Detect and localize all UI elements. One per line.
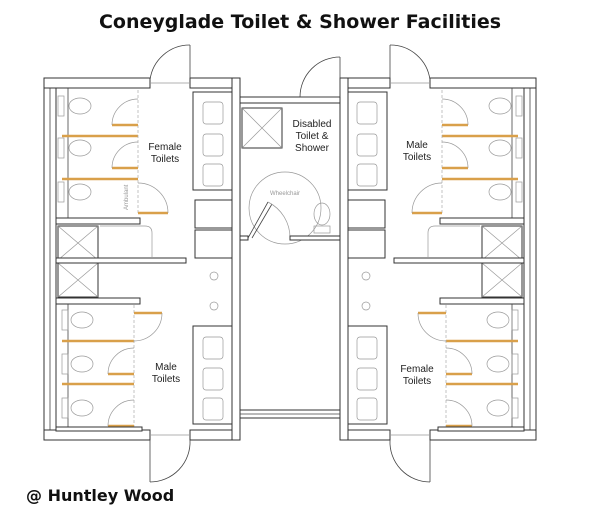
plan-title: Coneyglade Toilet & Shower Facilities <box>99 11 501 33</box>
accessible-toilet <box>313 202 331 226</box>
credit-text: @ Huntley Wood <box>26 486 174 505</box>
left-block <box>42 43 242 484</box>
wheelchair-turning-circle <box>248 171 322 245</box>
right-block <box>338 43 538 484</box>
disabled-door <box>247 201 269 239</box>
disabled-room: Wheelchair <box>239 56 341 419</box>
wheelchair-label: Wheelchair <box>270 191 300 197</box>
ambulant-label: Ambulant <box>124 184 130 210</box>
